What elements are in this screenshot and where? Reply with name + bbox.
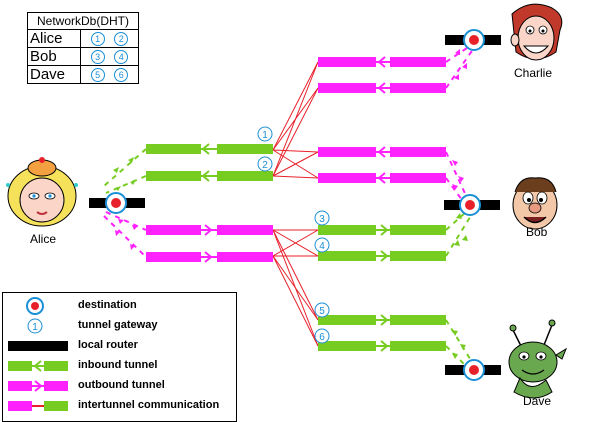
alice-hop-arrows (113, 157, 138, 250)
legend-gateway-label: tunnel gateway (78, 319, 158, 331)
gateway-5: 5 (314, 302, 330, 318)
legend: destination 1 tunnel gateway local route… (2, 292, 237, 422)
alice-inbound-tunnel-1 (146, 143, 273, 155)
alice-avatar (6, 157, 78, 227)
charlie-avatar (510, 3, 563, 61)
charlie-router (445, 29, 501, 51)
network-db-name: Bob (28, 48, 81, 65)
router-icon (8, 341, 68, 351)
legend-outbound: outbound tunnel (3, 376, 236, 396)
outbound-tunnel-icon (8, 380, 68, 392)
bob-avatar (512, 177, 558, 230)
legend-gateway: 1 tunnel gateway (3, 316, 236, 336)
legend-router-label: local router (78, 339, 138, 351)
gateway-number: 2 (114, 31, 129, 46)
gateway-2: 2 (257, 156, 273, 172)
alice-hops (103, 148, 147, 258)
dave-hops (445, 319, 473, 365)
svg-text:3: 3 (319, 214, 325, 225)
network-db-table: NetworkDb(DHT) Alice 1 2 Bob 3 4 Dave 5 … (27, 12, 139, 84)
network-db-name: Alice (28, 30, 81, 47)
svg-text:4: 4 (319, 241, 325, 252)
intertunnel-lines (272, 61, 319, 347)
charlie-label: Charlie (514, 66, 553, 80)
alice-outbound-tunnel-2 (146, 251, 273, 263)
svg-text:2: 2 (262, 160, 268, 171)
legend-inbound-label: inbound tunnel (78, 359, 158, 371)
legend-inbound: inbound tunnel (3, 356, 236, 376)
network-db-row: Alice 1 2 (28, 30, 138, 48)
alice-router (89, 192, 145, 214)
gateway-1: 1 (257, 126, 273, 142)
bob-outbound-tunnel-1 (318, 146, 446, 158)
legend-router: local router (3, 336, 236, 356)
gateway-icon: 1 (27, 318, 43, 334)
svg-text:5: 5 (319, 306, 325, 317)
dave-router (445, 359, 501, 381)
bob-inbound-tunnel-2 (318, 250, 446, 262)
gateway-3: 3 (314, 210, 330, 226)
legend-destination: destination (3, 296, 236, 316)
bob-router (444, 194, 500, 216)
gateway-number: 4 (114, 49, 129, 64)
svg-text:1: 1 (32, 322, 38, 333)
gateway-number: 1 (90, 31, 105, 46)
alice-outbound-tunnel-1 (146, 224, 273, 236)
svg-text:6: 6 (319, 332, 325, 343)
svg-text:1: 1 (262, 130, 268, 141)
alice-label: Alice (30, 232, 57, 246)
gateway-number: 3 (90, 49, 105, 64)
charlie-outbound-tunnel-2 (318, 82, 446, 94)
bob-outbound-tunnel-2 (318, 172, 446, 184)
bob-hops (445, 151, 473, 257)
dave-avatar (508, 319, 568, 399)
network-db-row: Bob 3 4 (28, 48, 138, 66)
alice-inbound-tunnel-2 (146, 170, 273, 182)
inbound-tunnel-icon (8, 360, 68, 372)
destination-icon (26, 297, 44, 315)
gateway-number: 6 (114, 67, 129, 82)
gateway-6: 6 (314, 328, 330, 344)
network-db-title: NetworkDb(DHT) (28, 13, 138, 30)
dave-inbound-tunnel-2 (318, 340, 446, 352)
gateway-4: 4 (314, 237, 330, 253)
legend-destination-label: destination (78, 299, 137, 311)
charlie-outbound-tunnel-1 (318, 56, 446, 68)
network-db-row: Dave 5 6 (28, 66, 138, 83)
gateway-number: 5 (90, 67, 105, 82)
legend-outbound-label: outbound tunnel (78, 379, 165, 391)
network-db-name: Dave (28, 66, 81, 83)
legend-intertunnel-label: intertunnel communication (78, 399, 220, 411)
bob-label: Bob (526, 225, 548, 239)
dave-label: Dave (523, 394, 552, 408)
dave-inbound-tunnel-1 (318, 314, 446, 326)
legend-intertunnel: intertunnel communication (3, 396, 236, 416)
bob-inbound-tunnel-1 (318, 224, 446, 236)
intertunnel-icon (8, 401, 68, 411)
